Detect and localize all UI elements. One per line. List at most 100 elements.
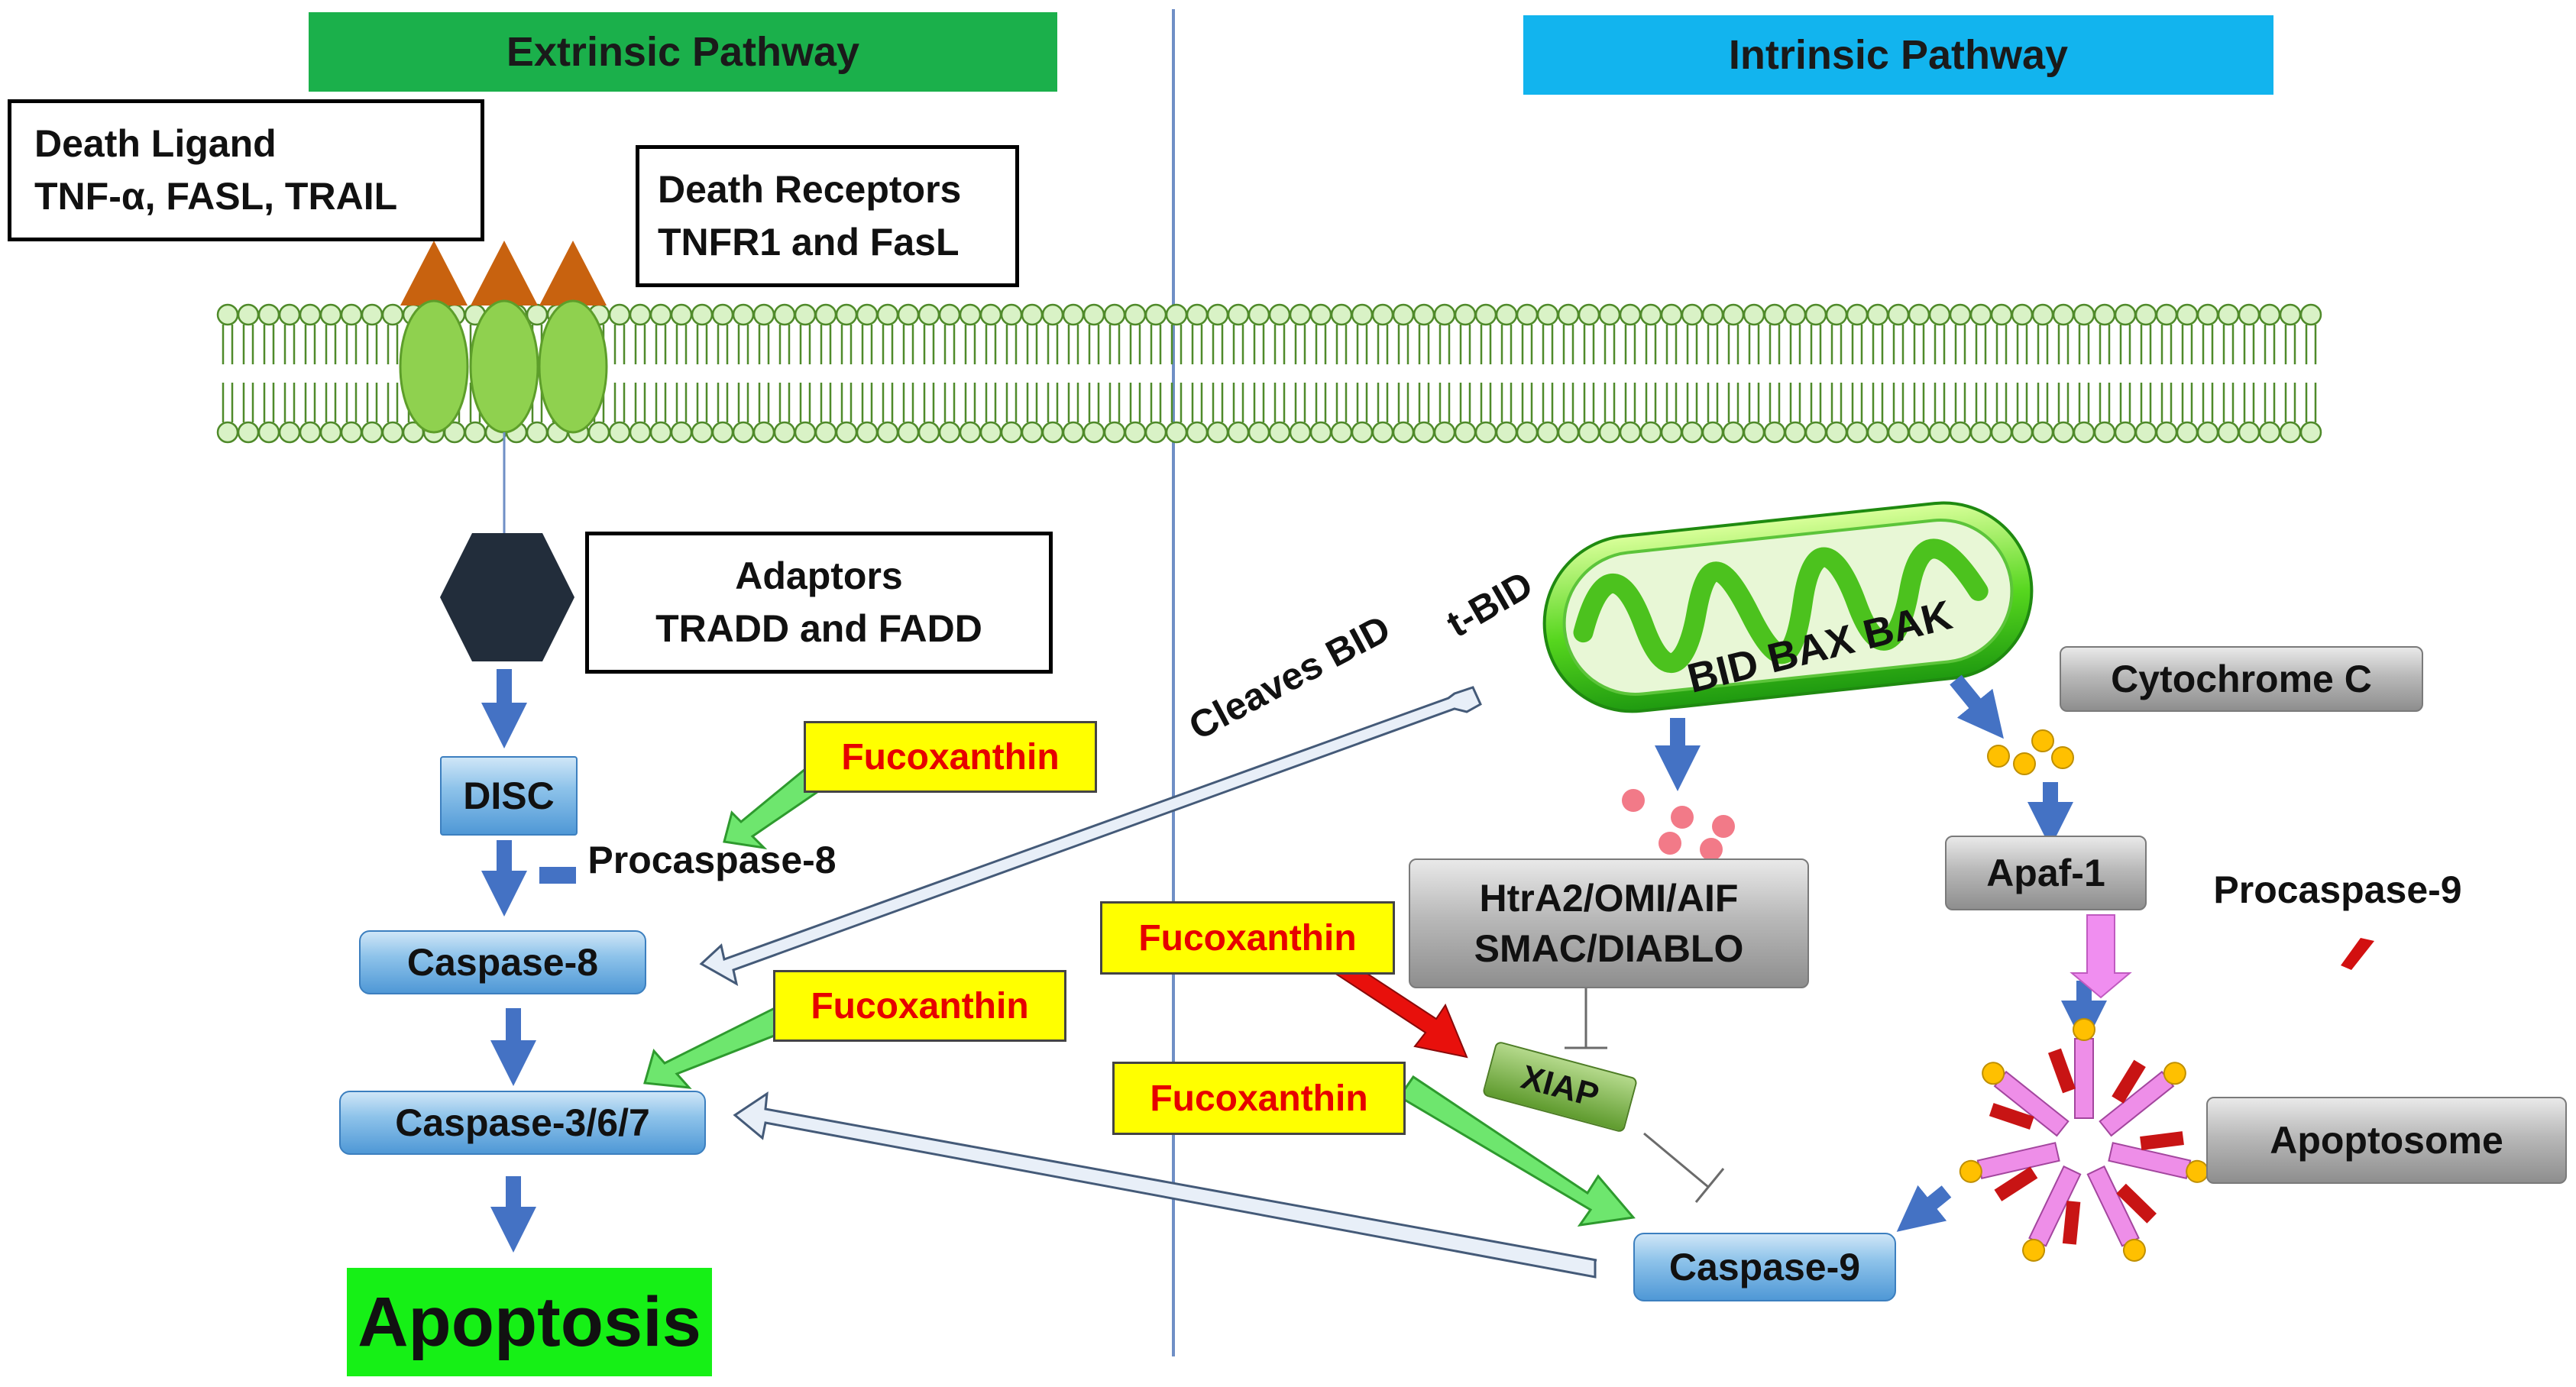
membrane-bead <box>2258 303 2281 326</box>
membrane-bead <box>1598 421 1621 444</box>
membrane-bead <box>856 421 879 444</box>
membrane-bead <box>794 421 817 444</box>
apoptosome-spoke <box>2047 1018 2095 1119</box>
procaspase8-label: Procaspase-8 <box>587 839 837 881</box>
membrane-bead <box>237 421 260 444</box>
membrane-bead <box>1639 303 1662 326</box>
membrane-bead <box>1722 421 1745 444</box>
mito-release-arrows <box>1655 674 2107 1232</box>
membrane-bead <box>773 421 796 444</box>
death-ligand-box: Death Ligand TNF-α, FASL, TRAIL <box>8 99 484 241</box>
apaf-pink-arrow <box>2070 914 2132 999</box>
membrane-bead <box>732 421 755 444</box>
membrane-bead <box>319 303 342 326</box>
membrane-bead <box>835 421 858 444</box>
membrane-bead <box>2238 421 2260 444</box>
membrane-bead <box>794 303 817 326</box>
membrane-bead <box>361 421 383 444</box>
membrane-bead <box>1186 303 1209 326</box>
membrane-bead <box>856 303 879 326</box>
ligand-triangle-2 <box>471 241 538 306</box>
membrane-bead <box>2155 303 2178 326</box>
htra2-line2: SMAC/DIABLO <box>1474 927 1744 970</box>
extrinsic-pathway-header: Extrinsic Pathway <box>309 12 1057 92</box>
membrane-bead <box>629 421 652 444</box>
membrane-bead <box>1227 303 1250 326</box>
membrane-bead <box>1165 421 1188 444</box>
membrane-bead <box>1392 421 1415 444</box>
membrane-bead <box>1392 303 1415 326</box>
ligand-triangle-3 <box>539 241 607 306</box>
membrane-bead <box>2258 421 2281 444</box>
procaspase9-label: Procaspase-9 <box>2213 868 2462 911</box>
membrane-bead <box>1206 421 1229 444</box>
fucoxanthin-box-4: Fucoxanthin <box>1112 1062 1406 1135</box>
membrane-bead <box>876 421 899 444</box>
membrane-bead <box>1681 421 1704 444</box>
death-ligand-title: Death Ligand <box>34 122 277 165</box>
membrane-bead <box>2238 303 2260 326</box>
membrane-bead <box>2155 421 2178 444</box>
membrane-bead <box>381 303 404 326</box>
death-ligand-list: TNF-α, FASL, TRAIL <box>34 175 398 218</box>
membrane-bead <box>381 421 404 444</box>
membrane-bead <box>1103 303 1126 326</box>
membrane-bead <box>1701 421 1724 444</box>
membrane-bead <box>608 303 631 326</box>
membrane-bead <box>1990 303 2013 326</box>
membrane-bead <box>670 421 693 444</box>
membrane-bead <box>1413 421 1435 444</box>
membrane-bead <box>1474 303 1497 326</box>
membrane-bead <box>1454 421 1477 444</box>
membrane-bead <box>1949 421 1972 444</box>
membrane-bead <box>1639 421 1662 444</box>
membrane-bead <box>2011 421 2034 444</box>
membrane-bead <box>938 303 961 326</box>
membrane-bead <box>2031 421 2054 444</box>
intrinsic-pathway-header: Intrinsic Pathway <box>1523 15 2273 95</box>
membrane-bead <box>257 421 280 444</box>
membrane-bead <box>340 421 363 444</box>
membrane-bead <box>1495 421 1518 444</box>
membrane-bead <box>1928 303 1951 326</box>
membrane-bead <box>1371 421 1394 444</box>
receptor-oval-2 <box>469 299 539 434</box>
apoptosis-label: Apoptosis <box>347 1268 712 1376</box>
membrane-bead <box>2279 303 2302 326</box>
membrane-bead <box>752 303 775 326</box>
apoptosome-spoke <box>1959 1142 2060 1201</box>
membrane-bead <box>464 421 487 444</box>
membrane-bead <box>2217 421 2240 444</box>
membrane-bead <box>711 421 734 444</box>
membrane-bead <box>1660 421 1683 444</box>
fucoxanthin-green-arrows <box>643 763 1636 1227</box>
membrane-bead <box>1763 303 1786 326</box>
adaptor-hexagon <box>440 533 574 661</box>
membrane-bead <box>1083 303 1105 326</box>
membrane-bead <box>917 421 940 444</box>
membrane-bead <box>917 303 940 326</box>
membrane-bead <box>1330 421 1353 444</box>
apoptosome-spoke <box>2099 1059 2186 1137</box>
membrane-bead <box>1681 303 1704 326</box>
mitochondrion <box>1542 501 2034 713</box>
membrane-bead <box>319 421 342 444</box>
membrane-bead <box>691 303 714 326</box>
membrane-bead <box>1041 421 1064 444</box>
membrane-bead <box>2299 421 2322 444</box>
membrane-bead <box>1743 421 1765 444</box>
membrane-bead <box>1309 421 1332 444</box>
membrane-bead <box>1351 421 1374 444</box>
membrane-bead <box>1598 303 1621 326</box>
membrane-bead <box>1413 303 1435 326</box>
membrane-bead <box>814 421 837 444</box>
membrane-bead <box>361 303 383 326</box>
membrane-bead <box>2073 421 2095 444</box>
caspase367-box: Caspase-3/6/7 <box>339 1091 706 1155</box>
membrane-bead <box>897 303 920 326</box>
membrane-bead <box>814 303 837 326</box>
procaspase9-mark <box>2341 938 2374 970</box>
membrane-bead <box>1516 303 1539 326</box>
membrane-bead <box>773 303 796 326</box>
